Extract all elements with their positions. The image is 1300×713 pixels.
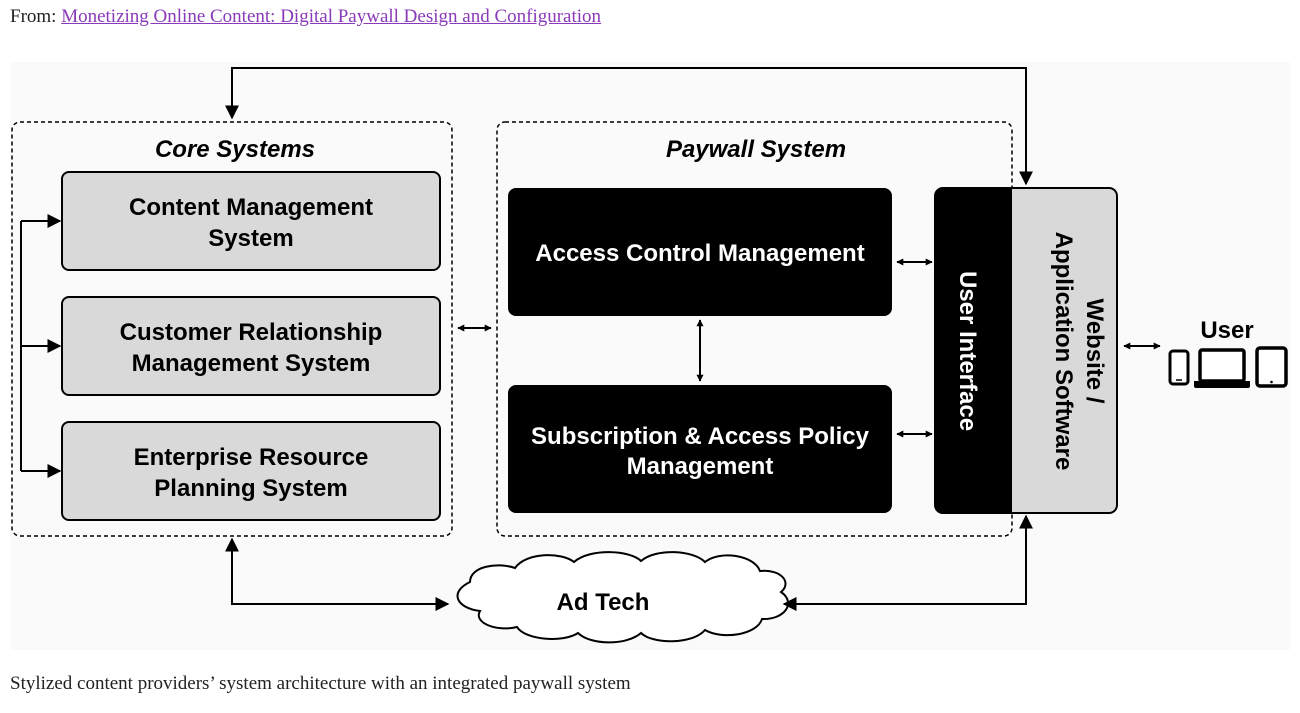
erp-line2: Planning System bbox=[154, 475, 347, 502]
user-interface-bar bbox=[935, 188, 1012, 513]
access-control-box bbox=[508, 188, 892, 316]
ad-tech-cloud bbox=[456, 551, 789, 644]
source-line: From: Monetizing Online Content: Digital… bbox=[10, 6, 601, 28]
website-line1: Website / bbox=[1081, 299, 1108, 404]
access-control-label: Access Control Management bbox=[535, 240, 864, 267]
core-bracket-arrows bbox=[20, 214, 62, 478]
source-article-link[interactable]: Monetizing Online Content: Digital Paywa… bbox=[61, 6, 602, 27]
crm-line2: Management System bbox=[132, 350, 371, 377]
subscription-line2: Management bbox=[627, 453, 774, 480]
website-adtech-arrow bbox=[782, 514, 1033, 611]
crm-box bbox=[61, 296, 441, 396]
subscription-line1: Subscription & Access Policy bbox=[531, 423, 870, 450]
content-management-line2: System bbox=[208, 225, 293, 252]
user-interface-label: User Interface bbox=[954, 271, 981, 431]
subscription-box bbox=[508, 385, 892, 513]
phone-icon bbox=[1168, 349, 1190, 386]
paywall-system-title: Paywall System bbox=[666, 136, 846, 163]
top-loop-arrow bbox=[225, 67, 1033, 186]
core-systems-title: Core Systems bbox=[155, 136, 315, 163]
user-label: User bbox=[1200, 317, 1253, 344]
erp-line1: Enterprise Resource bbox=[134, 444, 369, 471]
website-line2: Application Software bbox=[1050, 232, 1077, 471]
core-adtech-arrow bbox=[225, 537, 450, 611]
laptop-icon bbox=[1194, 348, 1250, 388]
figure-caption: Stylized content providers’ system archi… bbox=[10, 673, 631, 694]
content-management-box bbox=[61, 171, 441, 271]
tablet-icon bbox=[1255, 346, 1288, 388]
crm-line1: Customer Relationship bbox=[120, 319, 383, 346]
content-management-line1: Content Management bbox=[129, 194, 373, 221]
source-prefix: From: bbox=[10, 6, 57, 27]
ad-tech-label: Ad Tech bbox=[557, 589, 650, 616]
erp-box bbox=[61, 421, 441, 521]
